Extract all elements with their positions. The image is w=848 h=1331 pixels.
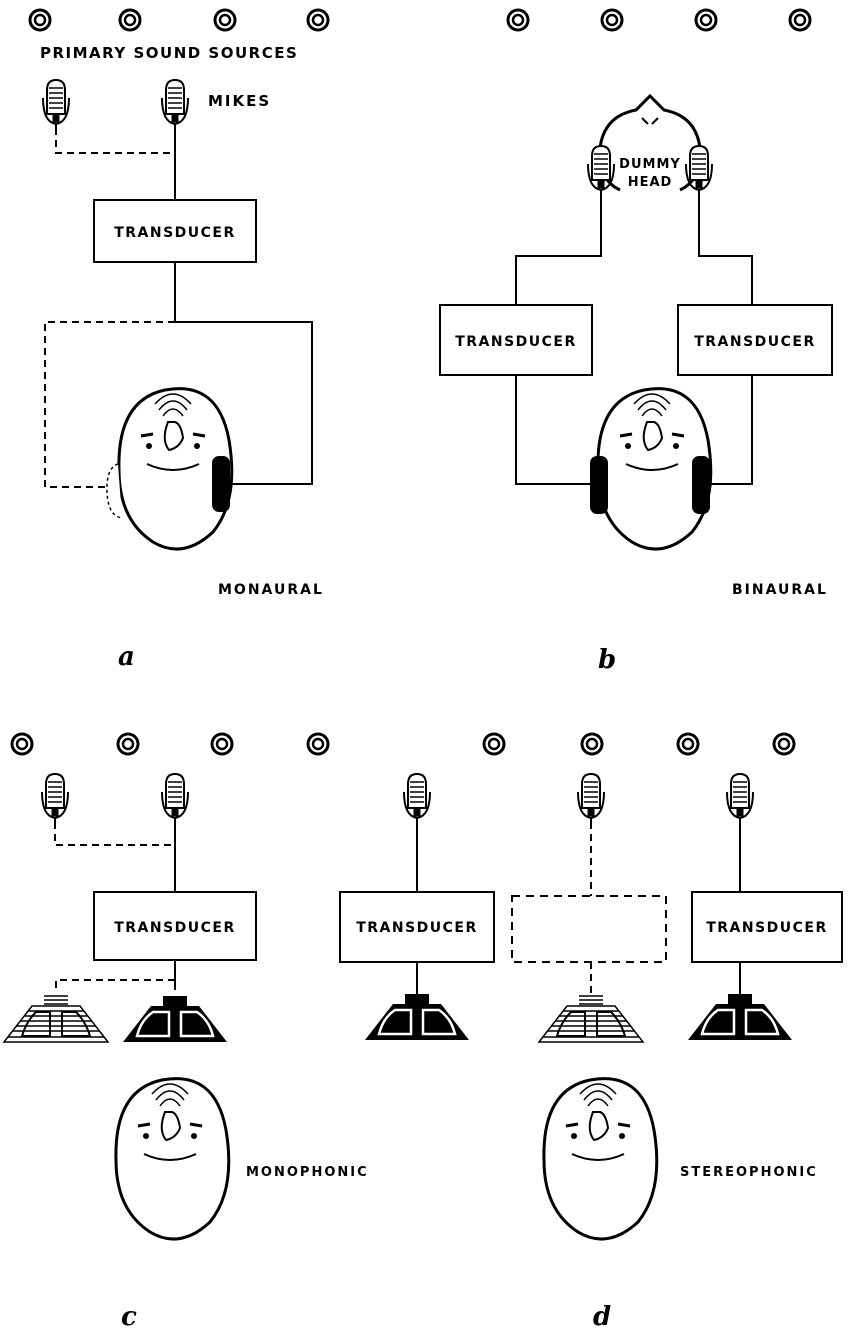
microphone-icon: [161, 79, 189, 129]
sound-source-icon: [482, 732, 506, 756]
transducer-label: TRANSDUCER: [356, 920, 478, 936]
panel-c-monophonic: TRANSDUCER MONOPHONIC c: [3, 732, 369, 1331]
dummy-head-label-2: HEAD: [628, 175, 673, 190]
mikes-label: MIKES: [208, 92, 271, 110]
microphone-icon: [587, 145, 615, 195]
transducer-box: [93, 891, 257, 961]
transducer-label: TRANSDUCER: [706, 920, 828, 936]
primary-sound-sources-label: PRIMARY SOUND SOURCES: [40, 44, 298, 62]
panel-d-stereophonic: TRANSDUCER TRANSDUCER STEREOPHONIC d: [339, 732, 843, 1331]
sound-source-icon: [306, 8, 330, 32]
sound-source-icon: [580, 732, 604, 756]
transducer-box: [339, 891, 495, 963]
loudspeaker-icon: [3, 995, 109, 1043]
sound-source-icon: [694, 8, 718, 32]
sound-source-icon: [676, 732, 700, 756]
transducer-box: [677, 304, 833, 376]
monaural-label: MONAURAL: [218, 582, 324, 598]
sound-source-icon: [772, 732, 796, 756]
panel-letter-c: c: [121, 1302, 137, 1331]
headphone-icon: [212, 456, 230, 512]
panel-letter-d: d: [593, 1302, 611, 1331]
sound-source-icon: [306, 732, 330, 756]
headphone-icon: [692, 456, 710, 514]
panel-b-binaural: DUMMY HEAD TRANSDUCER TRANSDUCER BINAURA…: [439, 8, 833, 675]
listener-head-icon: [542, 1077, 659, 1241]
sound-source-icon: [10, 732, 34, 756]
transducer-label: TRANSDUCER: [114, 225, 236, 241]
listener-head-icon: [590, 387, 713, 551]
sound-source-icon: [28, 8, 52, 32]
microphone-icon: [161, 773, 189, 823]
panel-letter-b: b: [598, 645, 616, 675]
transducer-label: TRANSDUCER: [455, 334, 577, 350]
listener-head-icon: [114, 1077, 231, 1241]
transducer-box: [439, 304, 593, 376]
sound-source-icon: [213, 8, 237, 32]
transducer-label: TRANSDUCER: [694, 334, 816, 350]
transducer-box: [691, 891, 843, 963]
sound-source-icon: [600, 8, 624, 32]
monophonic-label: MONOPHONIC: [246, 1165, 369, 1180]
sound-source-icon: [788, 8, 812, 32]
sound-source-icon: [210, 732, 234, 756]
microphone-icon: [685, 145, 713, 195]
loudspeaker-icon: [538, 995, 644, 1043]
binaural-label: BINAURAL: [732, 582, 828, 598]
sound-source-icon: [116, 732, 140, 756]
sound-source-icon: [506, 8, 530, 32]
transducer-box-dashed: [511, 895, 667, 963]
loudspeaker-icon: [121, 994, 229, 1044]
microphone-icon: [726, 773, 754, 823]
microphone-icon: [41, 773, 69, 823]
microphone-icon: [42, 79, 70, 129]
panel-a-monaural: PRIMARY SOUND SOURCES MIKES TRANSDUCER M…: [28, 8, 330, 672]
microphone-icon: [577, 773, 605, 823]
dummy-head-icon: DUMMY HEAD: [598, 93, 702, 192]
headphone-icon: [590, 456, 608, 514]
stereophonic-label: STEREOPHONIC: [680, 1165, 818, 1180]
panel-letter-a: a: [118, 642, 135, 672]
loudspeaker-icon: [686, 992, 794, 1042]
microphone-icon: [403, 773, 431, 823]
listener-head-icon: [106, 387, 234, 551]
dummy-head-label: DUMMY: [619, 157, 681, 172]
sound-source-icon: [118, 8, 142, 32]
loudspeaker-icon: [363, 992, 471, 1042]
transducer-label: TRANSDUCER: [114, 920, 236, 936]
